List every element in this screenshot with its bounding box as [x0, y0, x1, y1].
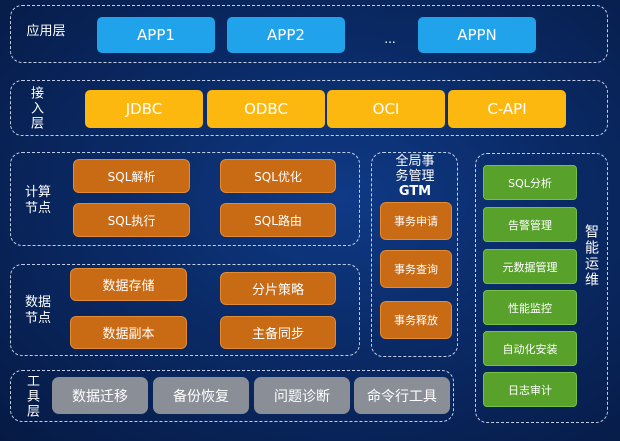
data-layer-label-text: 数据节点	[24, 295, 51, 326]
gtm-label: 全局事 务管理 GTM	[374, 152, 456, 200]
compute-box-execute: SQL执行	[73, 203, 190, 237]
ops-box-log-audit: 日志审计	[483, 372, 577, 407]
compute-layer	[10, 152, 360, 246]
ops-box-auto-install: 自动化安装	[483, 331, 577, 366]
access-box-oci: OCI	[327, 90, 445, 128]
app-box-1: APP1	[97, 17, 215, 53]
compute-layer-label: 计算节点	[18, 184, 58, 218]
compute-box-optimize: SQL优化	[220, 159, 336, 193]
data-layer-label: 数据节点	[18, 294, 58, 328]
ops-label: 智能运维	[583, 224, 599, 288]
tools-layer	[10, 370, 454, 422]
gtm-box-release: 事务释放	[380, 301, 452, 339]
app-box-2: APP2	[227, 17, 345, 53]
gtm-label-line2: 务管理	[395, 168, 435, 184]
access-box-capi: C-API	[448, 90, 566, 128]
gtm-panel	[371, 152, 458, 357]
compute-layer-label-text: 计算节点	[24, 185, 51, 216]
ops-panel	[475, 153, 608, 423]
app-layer-label: 应用层	[26, 24, 66, 39]
gtm-box-request: 事务申请	[380, 202, 452, 240]
ops-box-sql-analysis: SQL分析	[483, 165, 577, 200]
gtm-label-line3: GTM	[398, 183, 432, 199]
gtm-box-query: 事务查询	[380, 250, 452, 288]
access-box-jdbc: JDBC	[85, 90, 203, 128]
tools-layer-label: 工具层	[24, 373, 39, 419]
app-ellipsis: ...	[384, 32, 396, 46]
data-box-storage: 数据存储	[70, 268, 187, 301]
data-box-replica: 数据副本	[70, 316, 187, 349]
tool-box-diagnosis: 问题诊断	[254, 377, 350, 414]
ops-box-metadata: 元数据管理	[483, 249, 577, 284]
compute-box-route: SQL路由	[220, 203, 336, 237]
tool-box-cli: 命令行工具	[354, 377, 450, 414]
data-layer	[10, 264, 360, 356]
app-layer	[10, 5, 608, 63]
tool-box-migration: 数据迁移	[52, 377, 148, 414]
compute-box-parse: SQL解析	[73, 159, 190, 193]
access-layer	[10, 80, 608, 136]
ops-box-perf: 性能监控	[483, 290, 577, 325]
access-layer-label: 接入层	[28, 85, 43, 131]
data-box-sharding: 分片策略	[220, 272, 336, 305]
app-box-n: APPN	[418, 17, 536, 53]
data-box-sync: 主备同步	[220, 316, 336, 349]
access-box-odbc: ODBC	[207, 90, 325, 128]
tool-box-backup: 备份恢复	[153, 377, 249, 414]
ops-box-alert: 告警管理	[483, 207, 577, 242]
gtm-label-line1: 全局事	[395, 153, 435, 169]
